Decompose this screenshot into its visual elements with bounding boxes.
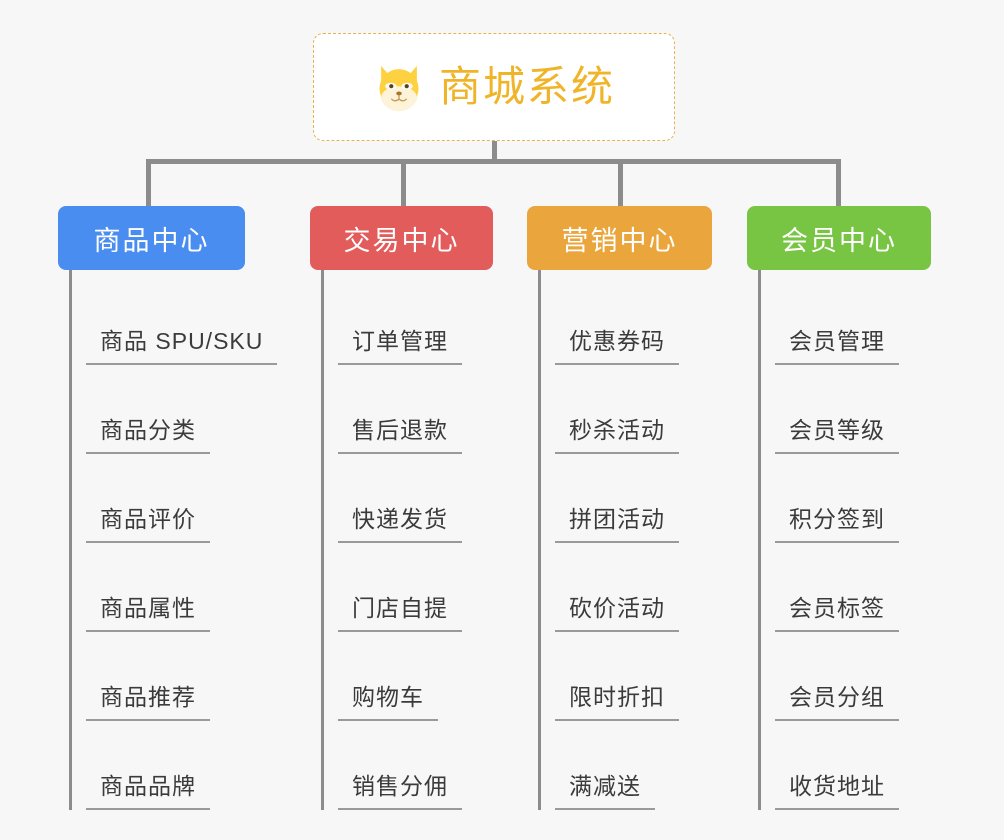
leaf-item[interactable]: 砍价活动 (555, 543, 712, 632)
leaf-item-label: 拼团活动 (555, 500, 679, 543)
connector-drop-1 (146, 159, 151, 206)
leaf-item-label: 砍价活动 (555, 589, 679, 632)
leaf-item-label: 限时折扣 (555, 678, 679, 721)
leaf-item-label: 商品属性 (86, 589, 210, 632)
leaf-item-label: 购物车 (338, 678, 438, 721)
category-header-marketing[interactable]: 营销中心 (527, 206, 712, 270)
connector-drop-2 (401, 159, 406, 206)
leaf-item[interactable]: 商品 SPU/SKU (86, 276, 278, 365)
leaf-item-label: 订单管理 (338, 322, 462, 365)
category-column-member: 会员中心 会员管理会员等级积分签到会员标签会员分组收货地址 (747, 206, 931, 810)
leaf-item-label: 积分签到 (775, 500, 899, 543)
leaf-item-label: 会员管理 (775, 322, 899, 365)
leaf-item[interactable]: 购物车 (338, 632, 493, 721)
leaf-item[interactable]: 销售分佣 (338, 721, 493, 810)
category-column-trade: 交易中心 订单管理售后退款快递发货门店自提购物车销售分佣 (310, 206, 493, 810)
leaf-item[interactable]: 优惠券码 (555, 276, 712, 365)
category-column-product: 商品中心 商品 SPU/SKU 商品分类商品评价商品属性商品推荐商品品牌 (58, 206, 278, 810)
leaf-item[interactable]: 快递发货 (338, 454, 493, 543)
leaf-item[interactable]: 积分签到 (775, 454, 931, 543)
leaf-item[interactable]: 售后退款 (338, 365, 493, 454)
leaf-item-label: 商品分类 (86, 411, 210, 454)
leaf-item-label: 秒杀活动 (555, 411, 679, 454)
root-node-title: 商城系统 (438, 63, 615, 110)
leaf-item[interactable]: 商品品牌 (86, 721, 245, 810)
leaf-item[interactable]: 拼团活动 (555, 454, 712, 543)
leaf-item-label: 商品评价 (86, 500, 210, 543)
leaf-item-label: 商品推荐 (86, 678, 210, 721)
category-header-trade[interactable]: 交易中心 (310, 206, 493, 270)
leaf-item-label: 收货地址 (775, 767, 899, 810)
leaf-item[interactable]: 订单管理 (338, 276, 493, 365)
root-node-card[interactable]: 商城系统 (313, 33, 675, 141)
leaf-item[interactable]: 会员等级 (775, 365, 931, 454)
leaf-item-label: 销售分佣 (338, 767, 462, 810)
leaf-item[interactable]: 商品推荐 (86, 632, 245, 721)
leaf-item-label: 满减送 (555, 767, 655, 810)
leaf-item-label: 优惠券码 (555, 322, 679, 365)
leaf-item[interactable]: 商品评价 (86, 454, 245, 543)
connector-drop-4 (836, 159, 841, 206)
leaf-item-label: 会员分组 (775, 678, 899, 721)
category-column-marketing: 营销中心 优惠券码秒杀活动拼团活动砍价活动限时折扣满减送 (527, 206, 712, 810)
leaf-item[interactable]: 会员管理 (775, 276, 931, 365)
leaf-list-marketing: 优惠券码秒杀活动拼团活动砍价活动限时折扣满减送 (538, 270, 712, 810)
leaf-item[interactable]: 商品属性 (86, 543, 245, 632)
leaf-item-label: 快递发货 (338, 500, 462, 543)
leaf-item-label: 会员标签 (775, 589, 899, 632)
leaf-list-product: 商品 SPU/SKU 商品分类商品评价商品属性商品推荐商品品牌 (69, 270, 278, 810)
leaf-item[interactable]: 门店自提 (338, 543, 493, 632)
leaf-item[interactable]: 商品分类 (86, 365, 245, 454)
leaf-item-label: 门店自提 (338, 589, 462, 632)
leaf-item[interactable]: 会员分组 (775, 632, 931, 721)
category-header-product[interactable]: 商品中心 (58, 206, 245, 270)
connector-drop-3 (618, 159, 623, 206)
leaf-item-label: 会员等级 (775, 411, 899, 454)
leaf-item-label: 售后退款 (338, 411, 462, 454)
shiba-dog-face-icon (379, 65, 419, 112)
connector-horizontal-bar (148, 159, 841, 164)
leaf-item-label: 商品品牌 (86, 767, 210, 810)
leaf-item[interactable]: 会员标签 (775, 543, 931, 632)
leaf-list-trade: 订单管理售后退款快递发货门店自提购物车销售分佣 (321, 270, 493, 810)
leaf-item[interactable]: 收货地址 (775, 721, 931, 810)
connector-stem (492, 141, 497, 161)
leaf-item[interactable]: 秒杀活动 (555, 365, 712, 454)
leaf-item-label: 商品 SPU/SKU (86, 322, 278, 365)
leaf-list-member: 会员管理会员等级积分签到会员标签会员分组收货地址 (758, 270, 931, 810)
category-header-member[interactable]: 会员中心 (747, 206, 931, 270)
leaf-item[interactable]: 满减送 (555, 721, 712, 810)
leaf-item[interactable]: 限时折扣 (555, 632, 712, 721)
